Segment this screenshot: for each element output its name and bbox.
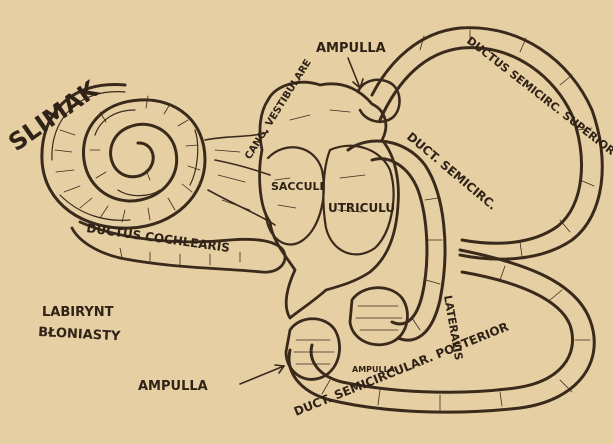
label-labirynt-line1: LABIRYNT (42, 305, 114, 320)
label-canalis-vestibularis: CANG. VESTIBULARE (243, 58, 314, 162)
label-utriculus: UTRICULU (328, 201, 395, 215)
ampulla-lateral (350, 288, 407, 345)
label-labirynt-line2: BŁONIASTY (38, 325, 122, 344)
label-slimak: SLIMAK (3, 74, 104, 157)
arrows (240, 58, 363, 384)
label-sacculus: SACCULI (271, 180, 324, 193)
label-ampulla-top: AMPULLA (316, 41, 386, 56)
label-ampulla-bottom: AMPULLA (138, 379, 208, 394)
label-ductus-cochlearis: DUCTUS COCHLEARIS (86, 221, 231, 255)
ampulla-posterior (286, 319, 340, 380)
label-duct-semicirc: DUCT. SEMICIRC. (404, 130, 499, 213)
label-ductus-semicirc-superior: DUCTUS SEMICIRC. SUPERIOR (464, 34, 613, 158)
